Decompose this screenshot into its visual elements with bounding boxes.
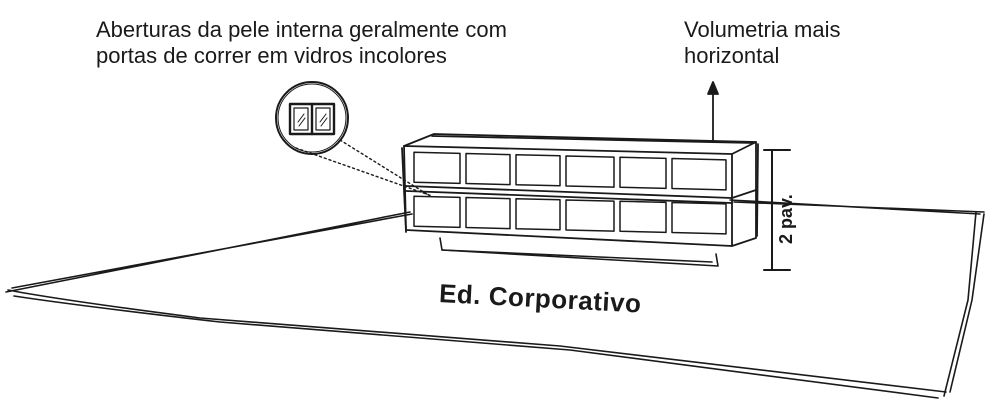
window-panel — [465, 196, 511, 230]
window-panel — [619, 200, 667, 234]
openings-annotation-line-2: portas de correr em vidros incolores — [96, 43, 447, 68]
length-dimension — [439, 237, 719, 267]
volume-annotation-line-2: horizontal — [684, 43, 780, 68]
detail-leader-lines — [295, 139, 433, 197]
windows-lower-row — [413, 195, 727, 235]
window-panel — [671, 157, 727, 191]
window-panel — [465, 152, 511, 186]
window-panel — [619, 156, 667, 190]
window-panel — [565, 199, 615, 232]
volume-arrow — [707, 81, 719, 143]
openings-annotation: Aberturas da pele interna geralmente com… — [96, 17, 507, 69]
floors-label: 2 pav. — [776, 194, 796, 244]
height-dimension — [763, 149, 791, 271]
sliding-glass-door-icon — [275, 81, 349, 155]
window-panel — [671, 201, 727, 235]
window-panel — [565, 155, 615, 188]
window-panel — [413, 151, 461, 185]
window-panel — [515, 197, 561, 231]
building — [401, 133, 759, 247]
openings-annotation-line-1: Aberturas da pele interna geralmente com — [96, 17, 507, 42]
volume-annotation: Volumetria mais horizontal — [684, 17, 841, 69]
window-panel — [413, 195, 461, 229]
windows-upper-row — [413, 151, 727, 191]
window-panel — [515, 153, 561, 187]
volume-annotation-line-1: Volumetria mais — [684, 17, 841, 42]
